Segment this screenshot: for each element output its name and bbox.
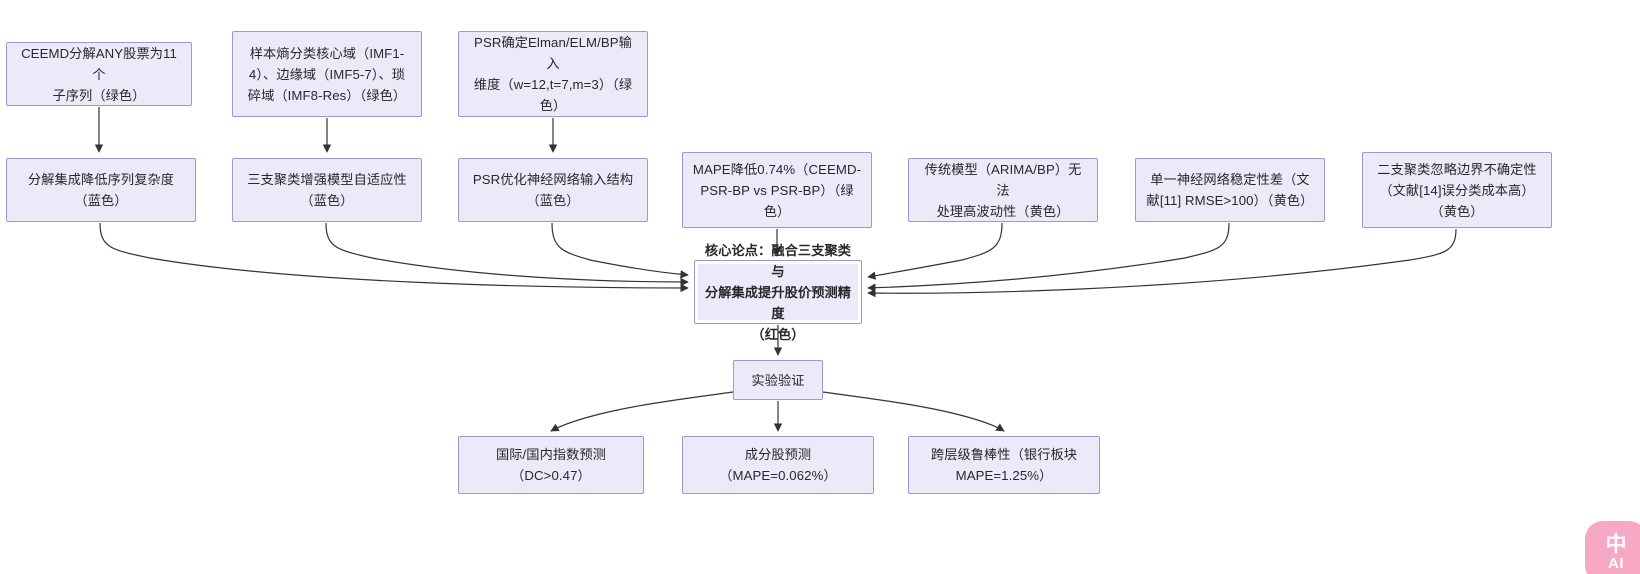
watermark-badge: 中 AI <box>1585 521 1640 574</box>
node-result-cross-level-robustness[interactable]: 跨层级鲁棒性（银行板块 MAPE=1.25%） <box>908 436 1100 494</box>
node-result-index-forecast[interactable]: 国际/国内指数预测 （DC>0.47） <box>458 436 644 494</box>
edge-n12-n13 <box>550 391 734 432</box>
node-ceemd-decomposition[interactable]: CEEMD分解ANY股票为11个 子序列（绿色） <box>6 42 192 106</box>
node-label: CEEMD分解ANY股票为11个 子序列（绿色） <box>21 45 177 103</box>
node-core-thesis[interactable]: 核心论点：融合三支聚类与 分解集成提升股价预测精度 （红色） <box>694 243 862 342</box>
node-single-network-instability[interactable]: 单一神经网络稳定性差（文 献[11] RMSE>100）（黄色） <box>1135 158 1325 222</box>
node-result-constituent-stock-forecast[interactable]: 成分股预测 （MAPE=0.062%） <box>682 436 874 494</box>
node-label: 核心论点：融合三支聚类与 分解集成提升股价预测精度 （红色） <box>704 242 852 342</box>
node-sample-entropy-classification[interactable]: 样本熵分类核心域（IMF1- 4）、边缘域（IMF5-7）、琐 碎域（IMF8-… <box>232 31 422 117</box>
edge-n10-n11 <box>867 228 1457 298</box>
node-label: 分解集成降低序列复杂度 （蓝色） <box>27 172 175 208</box>
node-label: PSR确定Elman/ELM/BP输入 维度（w=12,t=7,m=3）（绿 色… <box>473 35 633 113</box>
edge-n4-n11 <box>99 222 689 293</box>
node-label: PSR优化神经网络输入结构 （蓝色） <box>472 172 634 208</box>
node-label: 二支聚类忽略边界不确定性 （文献[14]误分类成本高） （黄色） <box>1377 161 1537 219</box>
node-two-way-clustering-limitation[interactable]: 二支聚类忽略边界不确定性 （文献[14]误分类成本高） （黄色） <box>1362 152 1552 228</box>
edge-n8-n11 <box>867 222 1003 280</box>
edge-n6-n11 <box>551 222 689 279</box>
node-label: 成分股预测 （MAPE=0.062%） <box>719 447 837 483</box>
node-label: 实验验证 <box>751 372 805 388</box>
node-psr-input-dimension[interactable]: PSR确定Elman/ELM/BP输入 维度（w=12,t=7,m=3）（绿 色… <box>458 31 648 117</box>
node-decomposition-reduces-complexity[interactable]: 分解集成降低序列复杂度 （蓝色） <box>6 158 196 222</box>
node-psr-optimizes-network-input[interactable]: PSR优化神经网络输入结构 （蓝色） <box>458 158 648 222</box>
node-experimental-validation[interactable]: 实验验证 <box>733 360 823 400</box>
watermark-cn-text: 中 <box>1605 532 1627 556</box>
node-label: MAPE降低0.74%（CEEMD- PSR-BP vs PSR-BP）（绿 色… <box>692 161 862 219</box>
node-three-way-clustering-adaptivity[interactable]: 三支聚类增强模型自适应性 （蓝色） <box>232 158 422 222</box>
node-mape-improvement[interactable]: MAPE降低0.74%（CEEMD- PSR-BP vs PSR-BP）（绿 色… <box>682 152 872 228</box>
node-label: 跨层级鲁棒性（银行板块 MAPE=1.25%） <box>930 447 1078 483</box>
watermark-en-text: AI <box>1608 554 1624 572</box>
node-label: 样本熵分类核心域（IMF1- 4）、边缘域（IMF5-7）、琐 碎域（IMF8-… <box>247 45 407 103</box>
edge-n5-n11 <box>325 222 689 287</box>
edge-n9-n11 <box>867 222 1230 292</box>
node-label: 传统模型（ARIMA/BP）无法 处理高波动性（黄色） <box>924 161 1082 219</box>
node-label: 三支聚类增强模型自适应性 （蓝色） <box>247 172 407 208</box>
node-label: 国际/国内指数预测 （DC>0.47） <box>495 447 607 483</box>
node-traditional-model-limitation[interactable]: 传统模型（ARIMA/BP）无法 处理高波动性（黄色） <box>908 158 1098 222</box>
edge-n12-n15 <box>822 391 1005 432</box>
node-label: 单一神经网络稳定性差（文 献[11] RMSE>100）（黄色） <box>1146 172 1314 208</box>
